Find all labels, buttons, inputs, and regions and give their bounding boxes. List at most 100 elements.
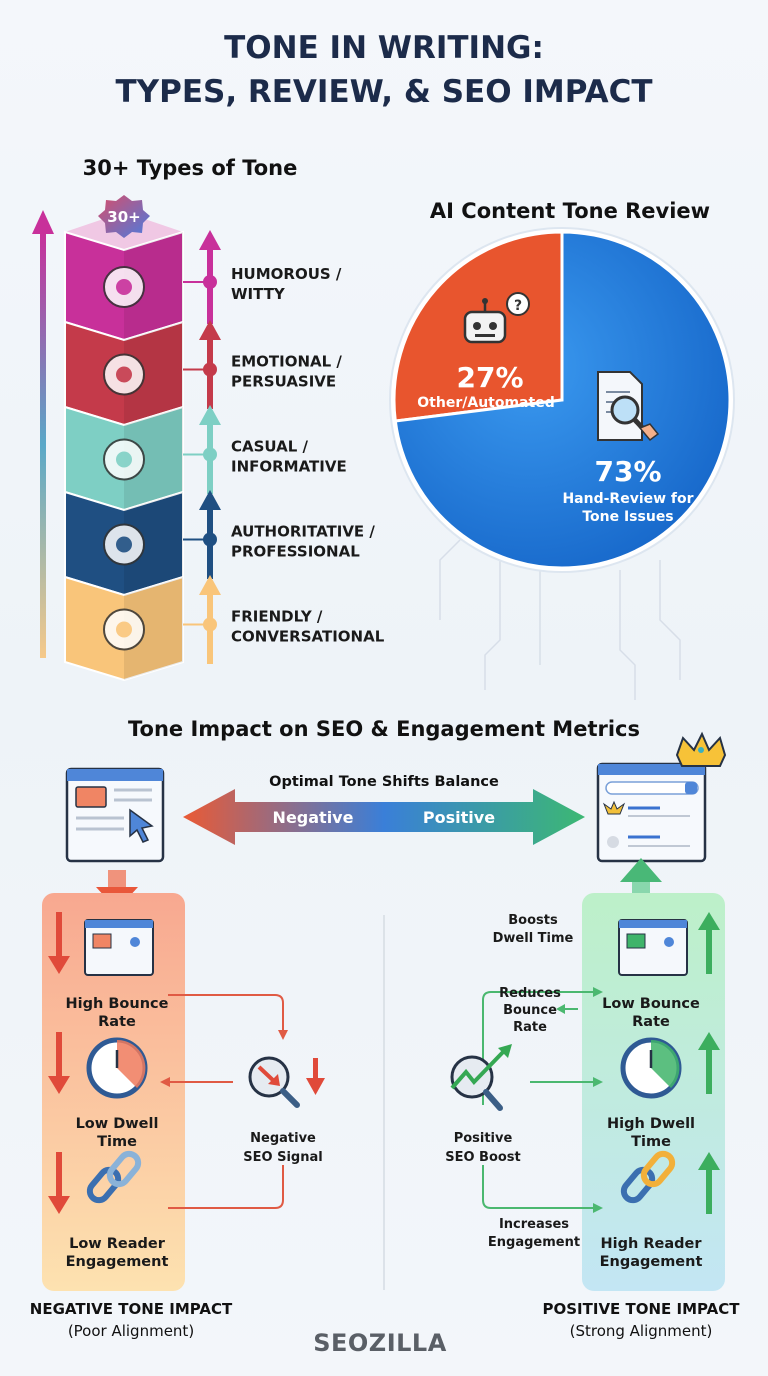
metric-label-line2: Time	[97, 1134, 137, 1150]
tone-stack	[64, 212, 184, 682]
negative-caption: NEGATIVE TONE IMPACT	[30, 1300, 233, 1318]
title-line1: TONE IN WRITING:	[224, 30, 544, 66]
tone-segment-shade	[124, 407, 183, 510]
link-reduces-line2: Bounce	[503, 1003, 557, 1018]
link-boosts-line1: Boosts	[508, 913, 558, 928]
pie-slice-other-value: 27%	[456, 361, 523, 394]
heart-megaphone-icon	[103, 353, 145, 396]
robot-icon: ?	[463, 292, 530, 344]
tone-up-arrow	[199, 320, 221, 340]
tone-types-heading: 30+ Types of Tone	[83, 156, 298, 180]
link-reduces-line1: Reduces	[499, 986, 561, 1001]
negative-signal-line2: SEO Signal	[243, 1150, 322, 1165]
tone-label-line2: INFORMATIVE	[231, 458, 347, 476]
tone-up-arrow	[199, 405, 221, 425]
document-magnifier-icon	[597, 371, 660, 442]
negative-flow-arrows	[160, 994, 288, 1209]
positive-seo-magnifier-icon	[450, 1044, 512, 1111]
metric-label-line2: Rate	[98, 1014, 136, 1030]
browser-click-icon	[65, 767, 165, 863]
gradient-up-arrow	[32, 210, 54, 658]
tone-segment-shade	[124, 577, 183, 680]
balance-double-arrow	[183, 789, 585, 845]
tone-label-line1: FRIENDLY /	[231, 608, 323, 626]
link-boosts-line2: Dwell Time	[493, 931, 574, 946]
tone-up-arrow	[199, 490, 221, 510]
tone-label-line2: WITTY	[231, 285, 286, 303]
tone-segment-shade	[124, 492, 183, 595]
tone-label-line2: PERSUASIVE	[231, 373, 336, 391]
pie-circuit-lines	[439, 539, 681, 700]
green-up-arrow-icon	[698, 1032, 720, 1094]
bounce-icon	[84, 919, 154, 976]
red-down-arrow-icon	[48, 912, 70, 974]
tone-up-arrow	[199, 575, 221, 595]
tone-segment-shade	[124, 232, 183, 340]
tone-label-line1: HUMOROUS /	[231, 265, 342, 283]
positive-flow-arrows	[482, 987, 603, 1213]
title-line2: TYPES, REVIEW, & SEO IMPACT	[116, 74, 653, 110]
balance-label: Optimal Tone Shifts Balance	[269, 774, 499, 790]
chat-bubbles-icon	[103, 608, 145, 651]
chain-link-icon	[620, 1150, 676, 1204]
tone-segment-shade	[124, 322, 183, 425]
browser-search-crown-icon	[596, 731, 727, 863]
pie-slice-hand-label-2: Tone Issues	[582, 509, 673, 525]
metric-label-line1: Low Dwell	[76, 1116, 159, 1132]
negative-caption-sub: (Poor Alignment)	[68, 1322, 194, 1340]
metric-label-line1: High Reader	[600, 1236, 702, 1252]
seo-heading: Tone Impact on SEO & Engagement Metrics	[128, 717, 640, 741]
tone-dot	[203, 447, 217, 462]
clock-icon	[620, 1037, 682, 1099]
chain-link-icon	[86, 1150, 142, 1204]
green-up-arrow-icon	[698, 1152, 720, 1214]
metric-label-line1: High Dwell	[607, 1116, 695, 1132]
jester-emoji-icon	[103, 266, 145, 308]
pie-slice-hand-value: 73%	[594, 455, 661, 488]
shield-gavel-icon	[103, 523, 145, 566]
pie-slice	[393, 230, 732, 570]
metric-label-line2: Time	[631, 1134, 671, 1150]
pie-slice-hand-label-1: Hand-Review for	[562, 491, 693, 507]
metric-label-line1: Low Bounce	[602, 996, 700, 1012]
tone-label-line1: CASUAL /	[231, 438, 309, 456]
count-badge: 30+	[98, 195, 150, 238]
negative-signal-line1: Negative	[250, 1131, 316, 1146]
clock-icon	[86, 1037, 148, 1099]
red-down-arrow-icon	[48, 1032, 70, 1094]
negative-seo-magnifier-icon	[248, 1056, 325, 1108]
positive-caption: POSITIVE TONE IMPACT	[543, 1300, 741, 1318]
pie-slice-other-label: Other/Automated	[417, 395, 554, 411]
positive-boost-line1: Positive	[454, 1131, 513, 1146]
tone-dot	[203, 362, 217, 377]
tone-up-arrow	[199, 230, 221, 250]
link-reduces-line3: Rate	[513, 1020, 547, 1035]
svg-text:?: ?	[514, 298, 522, 314]
metric-label-line1: High Bounce	[66, 996, 169, 1012]
tone-label-line1: EMOTIONAL /	[231, 353, 342, 371]
metric-label-line2: Engagement	[66, 1254, 169, 1270]
link-increases-line2: Engagement	[488, 1235, 580, 1250]
tone-label-line2: CONVERSATIONAL	[231, 628, 385, 646]
tone-label-line2: PROFESSIONAL	[231, 543, 360, 561]
red-down-arrow-icon	[48, 1152, 70, 1214]
negative-label: Negative	[273, 808, 354, 827]
positive-label: Positive	[423, 808, 495, 827]
tone-dot	[203, 275, 217, 289]
metric-label-line2: Rate	[632, 1014, 670, 1030]
tone-dot	[203, 532, 217, 547]
metric-label-line2: Engagement	[600, 1254, 703, 1270]
positive-caption-sub: (Strong Alignment)	[570, 1322, 713, 1340]
seozilla-logo: SEOZILLA	[313, 1329, 447, 1357]
bounce-icon	[618, 919, 688, 976]
pie-title: AI Content Tone Review	[430, 199, 710, 223]
link-increases-line1: Increases	[499, 1217, 569, 1232]
metric-label-line1: Low Reader	[69, 1236, 166, 1252]
badge-text: 30+	[107, 208, 140, 226]
tone-dot	[203, 617, 217, 632]
tone-label-line1: AUTHORITATIVE /	[231, 523, 375, 541]
positive-boost-line2: SEO Boost	[445, 1150, 521, 1165]
green-up-arrow-icon	[698, 912, 720, 974]
book-lightbulb-icon	[103, 438, 145, 481]
